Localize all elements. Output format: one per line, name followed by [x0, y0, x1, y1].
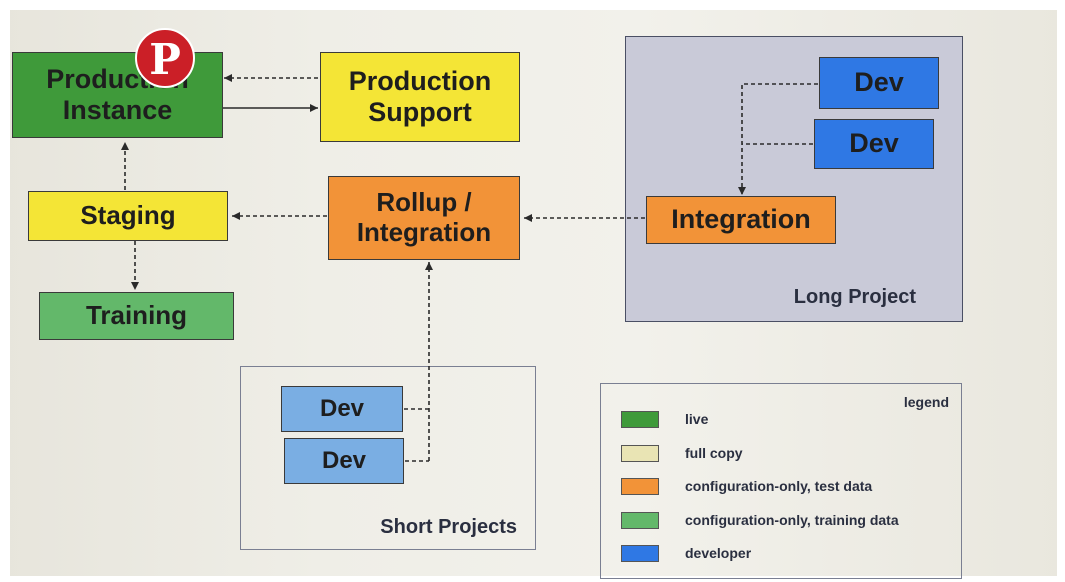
- long-dev-node-2: Dev: [814, 119, 934, 169]
- short-dev-node-2: Dev: [284, 438, 404, 484]
- photo-border-left: [0, 0, 10, 582]
- legend-swatch-training-data: [621, 511, 659, 529]
- legend-item-developer: developer: [621, 542, 751, 564]
- long-project-label: Long Project: [793, 286, 916, 308]
- integration-node: Integration: [646, 196, 836, 244]
- pinterest-logo-icon[interactable]: P: [135, 28, 195, 88]
- legend-label-test-data: configuration-only, test data: [685, 478, 873, 494]
- production-support-node: Production Support: [320, 52, 520, 142]
- short-projects-label: Short Projects: [380, 516, 517, 538]
- photo-border-bottom: [0, 576, 1065, 582]
- staging-node: Staging: [28, 191, 228, 241]
- legend-swatch-developer: [621, 544, 659, 562]
- legend-swatch-full-copy: [621, 444, 659, 462]
- legend-item-full-copy: full copy: [621, 442, 743, 464]
- long-dev-node-1: Dev: [819, 57, 939, 109]
- legend-label-developer: developer: [685, 545, 752, 561]
- legend-label-live: live: [685, 411, 709, 427]
- legend-title: legend: [903, 394, 949, 410]
- legend-item-test-data: configuration-only, test data: [621, 475, 872, 497]
- photo-border-right: [1057, 0, 1065, 582]
- short-dev-node-1: Dev: [281, 386, 403, 432]
- legend-label-training-data: configuration-only, training data: [685, 512, 899, 528]
- training-node: Training: [39, 292, 234, 340]
- legend-swatch-live: [621, 410, 659, 428]
- rollup-integration-node: Rollup / Integration: [328, 176, 520, 260]
- legend-box: legend live full copy configuration-only…: [600, 383, 962, 579]
- photo-border-top: [0, 0, 1065, 10]
- legend-item-live: live: [621, 408, 708, 430]
- legend-swatch-test-data: [621, 477, 659, 495]
- legend-label-full-copy: full copy: [685, 445, 743, 461]
- legend-item-training-data: configuration-only, training data: [621, 509, 899, 531]
- short-projects-group: Short Projects: [240, 366, 536, 550]
- long-dev1-to-integration-connector: [738, 83, 818, 195]
